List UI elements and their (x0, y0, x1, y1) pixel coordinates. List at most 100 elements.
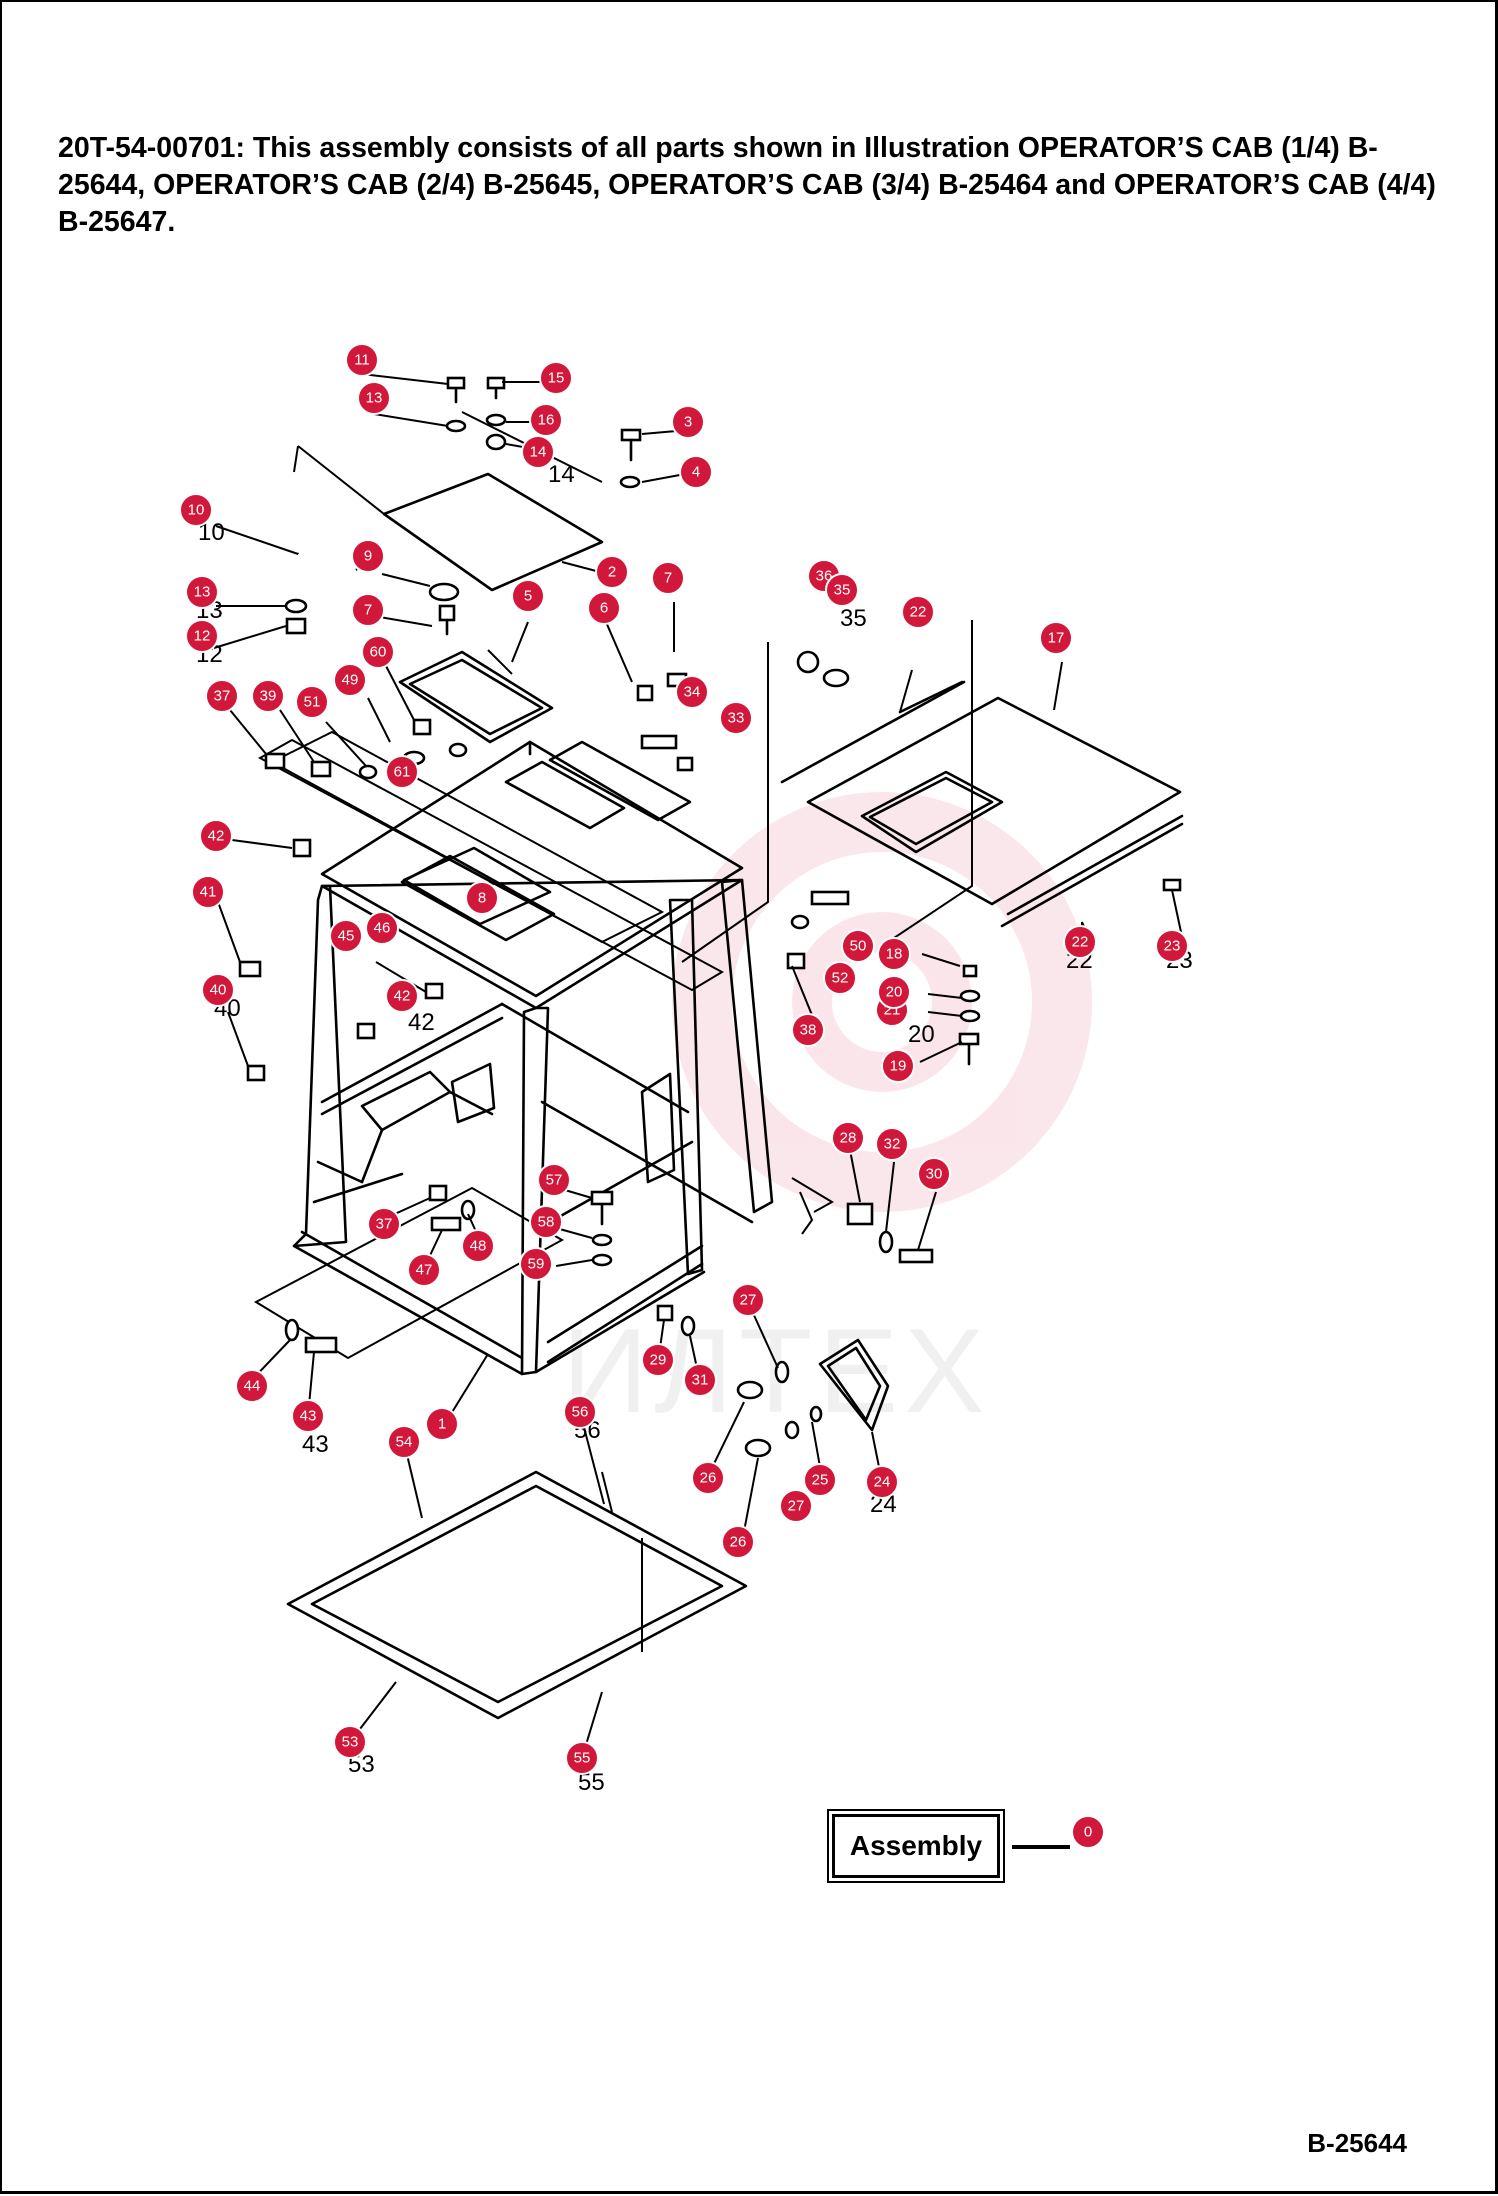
callout-57: 57 (537, 1163, 571, 1197)
callout-assembly: 0 (1071, 1815, 1105, 1849)
hardware-parts (238, 650, 981, 1458)
callout-24: 24 (865, 1465, 899, 1499)
callout-46: 46 (365, 911, 399, 945)
svg-text:7: 7 (364, 602, 372, 619)
callout-1: 1 (425, 1407, 459, 1441)
svg-text:22: 22 (1072, 934, 1089, 951)
watermark-gear (672, 792, 1092, 1212)
svg-text:46: 46 (374, 920, 391, 937)
svg-text:57: 57 (546, 1172, 563, 1189)
svg-text:19: 19 (890, 1058, 907, 1075)
svg-text:22: 22 (910, 604, 927, 621)
svg-text:18: 18 (886, 946, 903, 963)
svg-text:28: 28 (840, 1130, 857, 1147)
callout-17: 17 (1039, 621, 1073, 655)
callout-32: 32 (875, 1127, 909, 1161)
callout-25: 25 (803, 1463, 837, 1497)
svg-text:9: 9 (364, 548, 372, 565)
callout-6: 6 (587, 591, 621, 625)
svg-text:59: 59 (528, 1256, 545, 1273)
svg-text:6: 6 (600, 600, 608, 617)
callout-56: 56 (563, 1395, 597, 1429)
svg-text:54: 54 (396, 1434, 413, 1451)
roof-window-seal (398, 650, 554, 744)
callout-45: 45 (329, 919, 363, 953)
callout-18: 18 (877, 937, 911, 971)
assembly-leader-line (1012, 1845, 1070, 1849)
callout-20: 20 (877, 975, 911, 1009)
svg-text:52: 52 (832, 970, 849, 987)
roof-side-panel (780, 661, 1184, 947)
callout-22: 22 (1063, 925, 1097, 959)
callout-53: 53 (333, 1725, 367, 1759)
callout-40: 40 (201, 973, 235, 1007)
svg-text:60: 60 (370, 644, 387, 661)
floor-plate (286, 1470, 748, 1720)
callout-30: 30 (917, 1157, 951, 1191)
callout-38: 38 (791, 1013, 825, 1047)
svg-text:2: 2 (608, 564, 616, 581)
svg-text:8: 8 (478, 890, 486, 907)
callout-27: 27 (731, 1283, 765, 1317)
door-frame-outline (681, 620, 973, 1235)
callout-54: 54 (387, 1425, 421, 1459)
svg-text:34: 34 (684, 684, 701, 701)
svg-text:43: 43 (300, 1408, 317, 1425)
svg-text:39: 39 (260, 688, 277, 705)
svg-text:27: 27 (740, 1292, 757, 1309)
callout-59: 59 (519, 1247, 553, 1281)
svg-text:24: 24 (874, 1474, 891, 1491)
svg-text:37: 37 (214, 688, 231, 705)
svg-text:26: 26 (730, 1534, 747, 1551)
callout-15: 15 (539, 361, 573, 395)
svg-text:42: 42 (208, 828, 225, 845)
callout-7: 7 (351, 593, 385, 627)
callout-28: 28 (831, 1121, 865, 1155)
svg-text:3: 3 (684, 414, 692, 431)
svg-text:41: 41 (200, 884, 217, 901)
svg-text:13: 13 (366, 390, 383, 407)
svg-text:56: 56 (572, 1404, 589, 1421)
callout-44: 44 (235, 1369, 269, 1403)
callout-61: 61 (385, 755, 419, 789)
svg-text:58: 58 (538, 1214, 555, 1231)
svg-text:50: 50 (850, 938, 867, 955)
svg-text:51: 51 (304, 694, 321, 711)
callout-26: 26 (691, 1461, 725, 1495)
svg-text:49: 49 (342, 672, 359, 689)
callout-14: 14 (521, 435, 555, 469)
svg-text:32: 32 (884, 1136, 901, 1153)
callout-23: 23 (1155, 929, 1189, 963)
callout-22: 22 (901, 595, 935, 629)
svg-text:29: 29 (650, 1352, 667, 1369)
callout-31: 31 (683, 1363, 717, 1397)
svg-text:20: 20 (908, 1021, 935, 1048)
callout-47: 47 (407, 1253, 441, 1287)
callout-5: 5 (511, 579, 545, 613)
callout-39: 39 (251, 679, 285, 713)
svg-text:16: 16 (538, 412, 555, 429)
svg-text:31: 31 (692, 1372, 709, 1389)
svg-text:10: 10 (188, 502, 205, 519)
page-title: 20T-54-00701: This assembly consists of … (58, 132, 1436, 238)
callout-12: 12 (185, 619, 219, 653)
svg-text:17: 17 (1048, 630, 1065, 647)
svg-text:13: 13 (194, 584, 211, 601)
callout-34: 34 (675, 675, 709, 709)
svg-text:14: 14 (530, 444, 547, 461)
callout-26: 26 (721, 1525, 755, 1559)
left-panel-outline (253, 730, 725, 1360)
callout-19: 19 (881, 1049, 915, 1083)
grab-handle (284, 551, 460, 636)
callout-9: 9 (351, 539, 385, 573)
svg-text:33: 33 (728, 710, 745, 727)
callout-3: 3 (671, 405, 705, 439)
callout-49: 49 (333, 663, 367, 697)
svg-text:0: 0 (1084, 1824, 1092, 1841)
svg-text:55: 55 (574, 1750, 591, 1767)
printed-part-numbers: 10 13 12 14 35 40 42 43 56 53 55 22 23 2… (196, 461, 1193, 1796)
callout-58: 58 (529, 1205, 563, 1239)
svg-text:23: 23 (1164, 938, 1181, 955)
